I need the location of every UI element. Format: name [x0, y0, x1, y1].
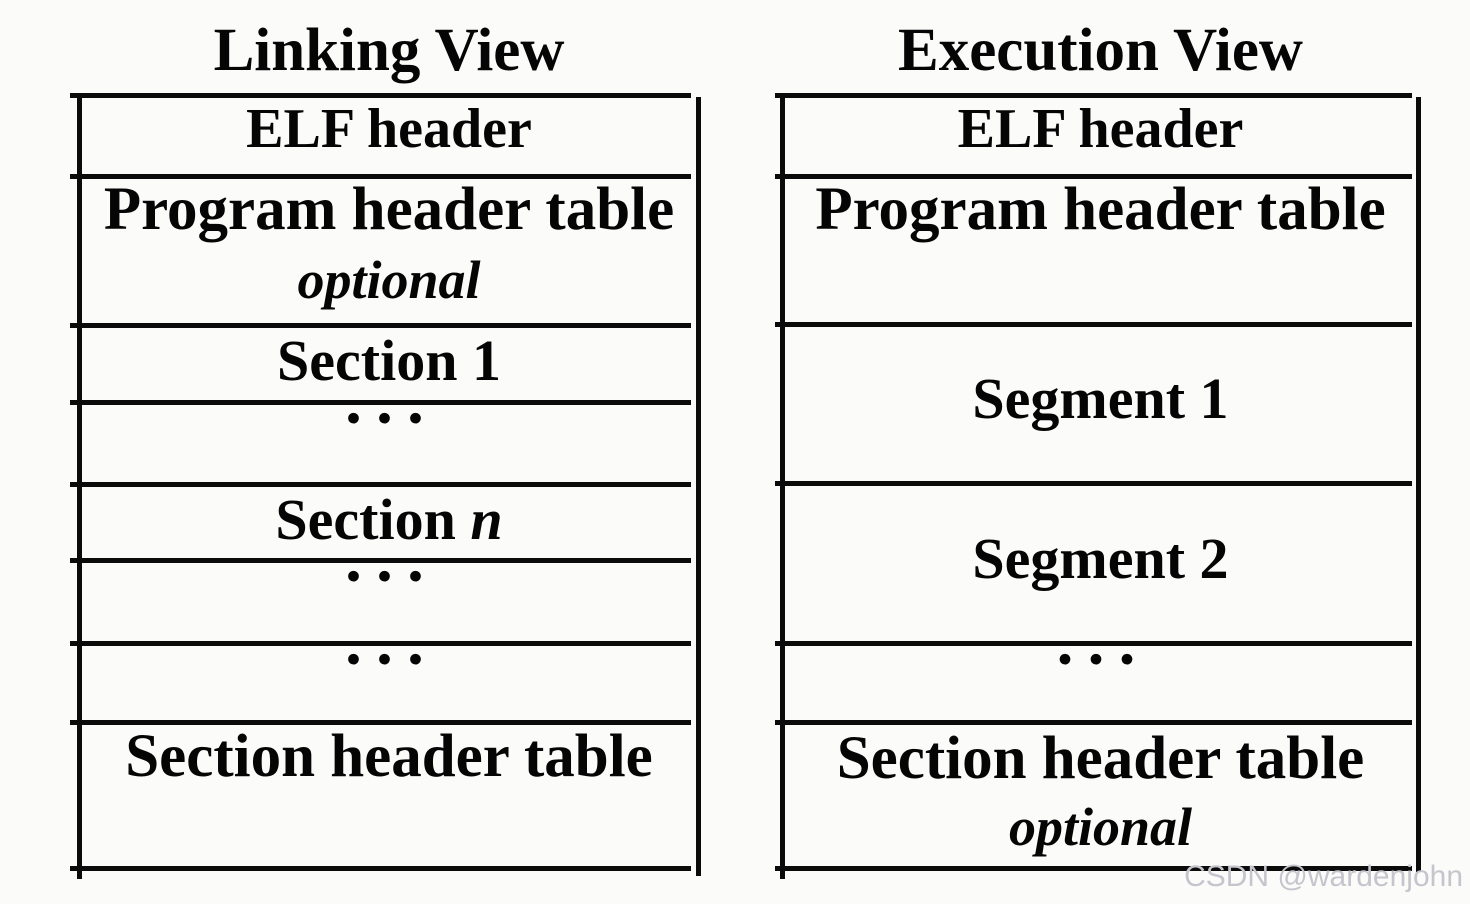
divider [70, 93, 691, 98]
row-ellipsis: ··· [342, 540, 436, 613]
right-border [696, 97, 701, 876]
linking-view-table: ELF header Program header table optional… [70, 93, 701, 879]
csdn-watermark: CSDN @wardenjohn [1184, 860, 1463, 893]
row-program-header-table: Program header table [815, 176, 1386, 243]
divider [70, 174, 691, 179]
execution-view-table: ELF header Program header table Segment … [775, 93, 1421, 879]
row-segment-1: Segment 1 [972, 366, 1229, 431]
divider [70, 641, 691, 646]
divider [775, 866, 1412, 871]
linking-view-title: Linking View [213, 17, 565, 84]
divider [775, 720, 1412, 725]
row-segment-2: Segment 2 [972, 526, 1229, 591]
divider [775, 174, 1412, 179]
row-section-header-table-optional-note: optional [1008, 797, 1193, 857]
divider [775, 93, 1412, 98]
row-ellipsis: ··· [342, 382, 436, 455]
row-section-header-table: Section header table [836, 725, 1365, 792]
row-section-header-table: Section header table [125, 723, 653, 790]
divider [70, 482, 691, 487]
divider [775, 641, 1412, 646]
row-ellipsis: ··· [1053, 623, 1148, 696]
left-border [780, 93, 785, 879]
execution-view-title: Execution View [898, 17, 1303, 84]
section-n-variable: n [470, 487, 503, 552]
divider [70, 558, 691, 563]
divider [70, 720, 691, 725]
divider [775, 481, 1412, 486]
divider [70, 866, 691, 871]
left-border [77, 93, 82, 879]
row-program-header-table: Program header table [103, 176, 675, 243]
row-ellipsis: ··· [342, 623, 436, 696]
divider [70, 323, 691, 328]
row-section-n: Section n [77, 490, 701, 550]
row-elf-header: ELF header [957, 98, 1244, 160]
section-n-label: Section [275, 487, 471, 552]
right-border [1416, 97, 1421, 872]
divider [70, 400, 691, 405]
row-section-1: Section 1 [277, 328, 501, 393]
divider [775, 322, 1412, 327]
row-program-header-table-optional-note: optional [297, 250, 481, 310]
row-elf-header: ELF header [246, 98, 532, 160]
